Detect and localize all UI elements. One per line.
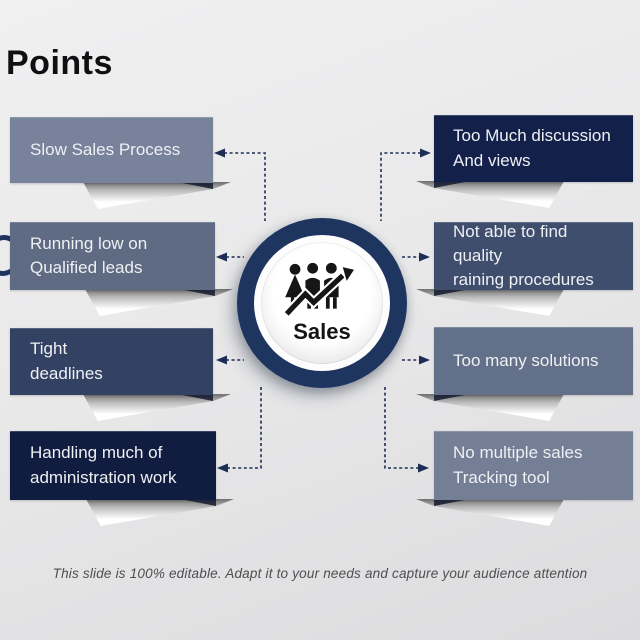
hub-inner-circle: Sales [261,242,383,364]
pain-point-label: Too many solutions [453,350,599,370]
fold-corner [434,394,470,401]
sales-hub-circle: Sales [237,218,407,388]
pain-point-label: Handling much of administration work [30,443,177,487]
footer-note: This slide is 100% editable. Adapt it to… [52,566,588,581]
fold-corner [177,182,213,189]
fold-corner [434,499,470,506]
pain-point-box-handling-administration-work: Handling much of administration work [10,431,216,500]
connector-top-right [380,148,431,221]
pain-point-box-slow-sales-process: Slow Sales Process [10,117,213,183]
pain-point-box-no-sales-tracking-tool: No multiple sales Tracking tool [434,431,633,500]
connector-middle-right-upper [402,252,430,262]
pain-point-box-too-much-discussion: Too Much discussion And views [434,115,633,182]
connector-bottom-left [217,385,262,473]
fold-corner [434,289,470,296]
page-title: Points [6,44,113,82]
team-growth-icon [283,262,357,317]
fold-corner [180,499,216,506]
connector-middle-left-lower [216,355,244,365]
fold-corner [434,181,470,188]
connector-middle-right-lower [402,355,430,365]
pain-point-label: Tight deadlines [30,339,103,383]
hub-label: Sales [293,318,351,344]
connector-middle-left-upper [216,252,244,262]
pain-point-label: Running low on Qualified leads [30,233,148,277]
pain-point-label: No multiple sales Tracking tool [453,443,583,487]
pain-point-label: Too Much discussion And views [453,126,611,170]
connector-bottom-right [384,385,429,473]
fold-corner [177,394,213,401]
pain-point-label: Slow Sales Process [30,139,181,159]
pain-point-box-tight-deadlines: Tight deadlines [10,328,213,395]
fold-corner [179,289,215,296]
pain-point-box-quality-training-procedures: Not able to find quality raining procedu… [434,222,633,290]
pain-point-box-too-many-solutions: Too many solutions [434,327,633,395]
pain-point-label: Not able to find quality raining procedu… [453,221,594,290]
pain-point-box-running-low-on-qualified-leads: Running low on Qualified leads [10,222,215,290]
